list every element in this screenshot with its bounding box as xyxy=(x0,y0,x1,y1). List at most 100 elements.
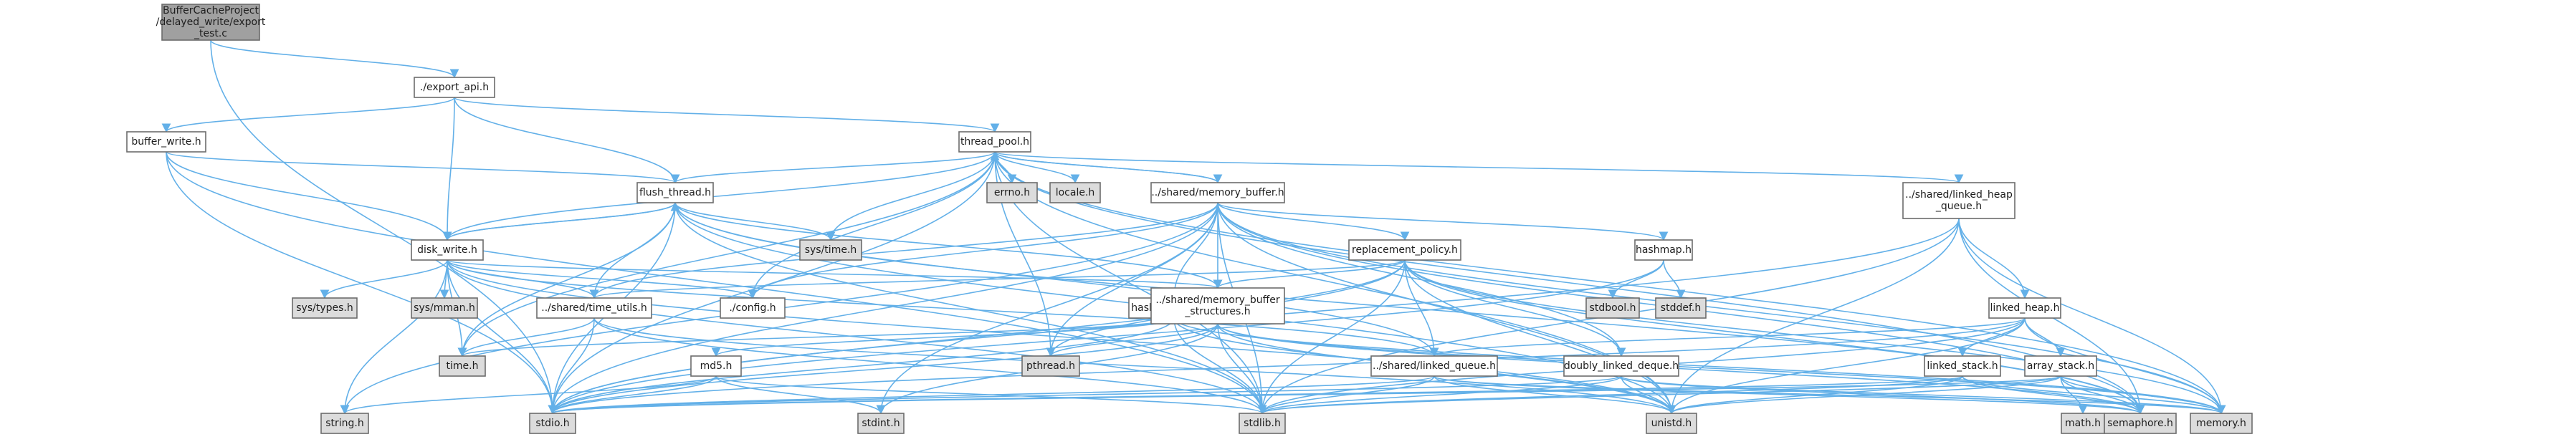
node-label: flush_thread.h xyxy=(639,187,711,198)
node-box xyxy=(857,413,905,434)
node-box xyxy=(1348,239,1461,261)
edge-thread_pool-to-sys_time xyxy=(826,151,996,241)
node-memory-buffer-structures[interactable]: ../shared/memory_buffer_structures.h xyxy=(1150,287,1285,325)
node-label: stdint.h xyxy=(862,418,900,429)
edge-memory_buffer-to-thread_pool xyxy=(990,150,1218,183)
edge-linked_queue-to-stdio xyxy=(548,375,1435,415)
node-box xyxy=(1370,355,1498,377)
node-sys-time[interactable]: sys/time.h xyxy=(799,239,862,261)
node-stddef[interactable]: stddef.h xyxy=(1655,297,1707,319)
node-stdio[interactable]: stdio.h xyxy=(529,413,576,434)
edge-disk_write-to-flush_thread xyxy=(447,201,680,241)
node-box xyxy=(1634,239,1693,261)
node-root[interactable]: BufferCacheProject/delayed_write/export_… xyxy=(156,4,266,41)
node-time[interactable]: time.h xyxy=(439,355,486,377)
edge-linked_queue-to-semaphore xyxy=(1434,375,2145,415)
node-box xyxy=(161,4,260,41)
edge-memory_buffer-to-stdio xyxy=(548,202,1218,415)
edge-replacement_policy-to-linked_queue xyxy=(1404,259,1439,357)
node-box xyxy=(1150,182,1285,203)
node-locale[interactable]: locale.h xyxy=(1049,182,1101,203)
edge-disk_write-to-string xyxy=(340,259,448,415)
node-unistd[interactable]: unistd.h xyxy=(1646,413,1697,434)
node-memory[interactable]: memory.h xyxy=(2190,413,2253,434)
node-box xyxy=(2024,355,2097,377)
node-box xyxy=(411,239,484,261)
edge-hashmap-to-stdbool xyxy=(1608,259,1664,299)
edge-disk_write-to-memory_buffer_structures xyxy=(447,259,1222,289)
node-semaphore[interactable]: semaphore.h xyxy=(2104,413,2177,434)
node-label: ../shared/memory_buffer.h xyxy=(1151,187,1284,198)
edge-memory_buffer-to-stdint xyxy=(876,202,1218,415)
edge-memory_buffer-to-hashmap xyxy=(1217,202,1669,241)
edge-buffer_write-to-stdio xyxy=(166,151,558,415)
node-label: buffer_write.h xyxy=(131,136,201,148)
edge-linked_queue-to-memory xyxy=(1434,375,2226,415)
node-box xyxy=(1655,297,1707,319)
node-replacement-policy[interactable]: replacement_policy.h xyxy=(1348,239,1461,261)
edge-buffer_write-to-flush_thread xyxy=(166,151,679,184)
edge-linked_heap-to-stdio xyxy=(548,317,2026,415)
edge-disk_write-to-unistd xyxy=(447,259,1676,415)
node-export-api[interactable]: ./export_api.h xyxy=(414,77,495,98)
node-label: linked_heap.h xyxy=(1990,302,2059,314)
node-disk-write[interactable]: disk_write.h xyxy=(411,239,484,261)
node-box xyxy=(292,297,358,319)
edge-export_api-to-thread_pool xyxy=(454,97,999,133)
node-linked-queue[interactable]: ../shared/linked_queue.h xyxy=(1370,355,1498,377)
node-memory-buffer[interactable]: ../shared/memory_buffer.h xyxy=(1150,182,1285,203)
node-box xyxy=(1049,182,1101,203)
edge-replacement_policy-to-doubly_linked_deque xyxy=(1404,259,1626,357)
node-label: array_stack.h xyxy=(2027,360,2094,372)
node-array-stack[interactable]: array_stack.h xyxy=(2024,355,2097,377)
edge-array_stack-to-math xyxy=(2060,375,2088,415)
node-doubly-linked-deque[interactable]: doubly_linked_deque.h xyxy=(1563,355,1679,377)
node-linked-stack[interactable]: linked_stack.h xyxy=(1924,355,2001,377)
edge-md5-to-stdint xyxy=(715,375,886,415)
node-pthread[interactable]: pthread.h xyxy=(1021,355,1080,377)
node-box xyxy=(636,182,714,203)
node-stdint[interactable]: stdint.h xyxy=(857,413,905,434)
node-box xyxy=(720,297,786,319)
node-label: doubly_linked_deque.h xyxy=(1564,360,1679,372)
node-label: hashmap.h xyxy=(1636,244,1692,256)
node-label: ../shared/memory_buffer xyxy=(1155,294,1280,306)
node-linked-heap-queue[interactable]: ../shared/linked_heap_queue.h xyxy=(1902,182,2016,219)
edge-replacement_policy-to-memory_buffer_structures xyxy=(1213,259,1406,289)
node-buffer-write[interactable]: buffer_write.h xyxy=(126,131,206,153)
node-label: stdio.h xyxy=(535,418,569,429)
edge-memory_buffer_structures-to-stdlib xyxy=(1217,323,1267,415)
edge-memory_buffer-to-memory xyxy=(1217,202,2226,415)
node-sys-mman[interactable]: sys/mman.h xyxy=(411,297,478,319)
node-box xyxy=(986,182,1038,203)
node-stdlib[interactable]: stdlib.h xyxy=(1239,413,1286,434)
edge-export_api-to-flush_thread xyxy=(454,97,680,184)
node-math[interactable]: math.h xyxy=(2061,413,2105,434)
node-string[interactable]: string.h xyxy=(320,413,369,434)
node-box xyxy=(958,131,1031,153)
node-stdbool[interactable]: stdbool.h xyxy=(1585,297,1640,319)
node-box xyxy=(414,77,495,98)
node-label: _test.c xyxy=(194,28,227,39)
node-md5[interactable]: md5.h xyxy=(690,355,742,377)
node-flush-thread[interactable]: flush_thread.h xyxy=(636,182,714,203)
edge-linked_heap-to-memory xyxy=(2024,317,2226,415)
edge-disk_write-to-config xyxy=(447,259,758,299)
node-sys-types[interactable]: sys/types.h xyxy=(292,297,358,319)
edge-time_utils-to-time xyxy=(457,317,595,357)
node-box xyxy=(1150,287,1285,325)
node-label: linked_stack.h xyxy=(1927,360,1998,372)
edge-thread_pool-to-flush_thread xyxy=(670,151,996,184)
node-time-utils[interactable]: ../shared/time_utils.h xyxy=(536,297,652,319)
node-config[interactable]: ./config.h xyxy=(720,297,786,319)
node-linked-heap[interactable]: linked_heap.h xyxy=(1988,297,2061,319)
node-label: thread_pool.h xyxy=(960,136,1029,148)
node-box xyxy=(690,355,742,377)
node-errno[interactable]: errno.h xyxy=(986,182,1038,203)
node-thread-pool[interactable]: thread_pool.h xyxy=(958,131,1031,153)
node-hashmap[interactable]: hashmap.h xyxy=(1634,239,1693,261)
edge-disk_write-to-linked_queue xyxy=(447,259,1439,357)
edge-time_utils-to-stdio xyxy=(548,317,595,415)
edge-memory_buffer-to-doubly_linked_deque xyxy=(1217,202,1626,357)
